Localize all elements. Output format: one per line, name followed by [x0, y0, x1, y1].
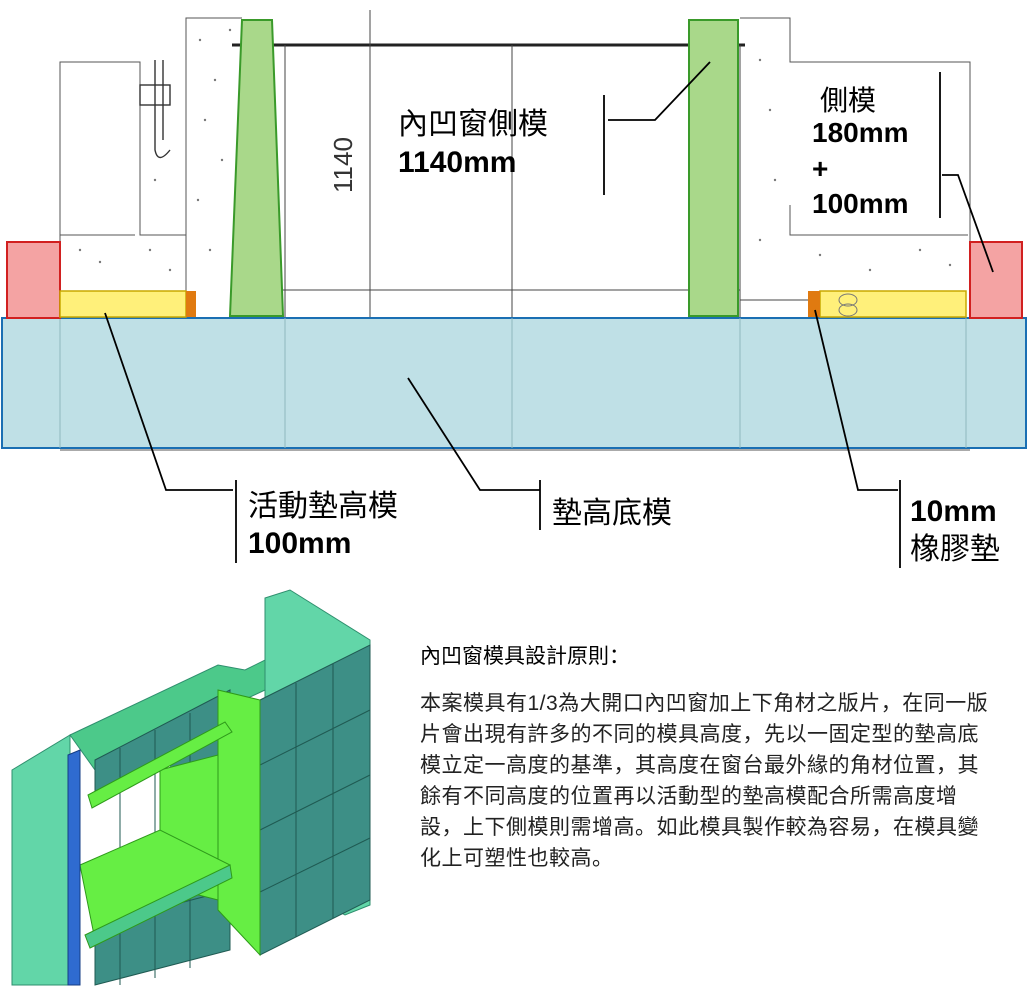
inner-side-mold-title: 內凹窗側模 — [398, 108, 548, 141]
side-mold-line3: 100mm — [812, 188, 909, 219]
pad-detail-marks — [838, 293, 858, 317]
side-mold-line1: 180mm — [812, 117, 909, 148]
section-drawing: 1140 — [1, 10, 1027, 568]
inner-window-side-mold-left — [228, 19, 285, 317]
dimension-label: 1140 — [328, 137, 358, 193]
frame-left-wing — [11, 734, 71, 986]
formwork-3d-model — [11, 589, 371, 986]
movable-raise-mold-left — [59, 290, 187, 318]
movable-pad-size: 100mm — [248, 527, 352, 560]
inner-window-side-mold-right — [688, 19, 739, 317]
lower-sill-edge — [84, 864, 233, 949]
movable-pad-title: 活動墊高模 — [248, 490, 398, 523]
side-mold-line2: + — [812, 153, 829, 184]
base-mold-seams — [59, 318, 967, 448]
rubber-pad-size: 10mm — [910, 495, 997, 528]
rubber-pad-right — [808, 291, 820, 317]
right-panel — [259, 644, 371, 956]
rubber-pad-title: 橡膠墊 — [910, 533, 1000, 566]
upper-shelf — [87, 721, 233, 809]
left-side-mold — [6, 241, 61, 319]
side-mold-title: 側模 — [820, 85, 877, 116]
front-edge-strip — [67, 749, 81, 986]
design-principle-block: 內凹窗模具設計原則： 本案模具有1/3為大開口內凹窗加上下角材之版片，在同一版片… — [420, 640, 1000, 874]
design-principle-heading: 內凹窗模具設計原則： — [420, 645, 630, 668]
design-principle-paragraph: 本案模具有1/3為大開口內凹窗加上下角材之版片，在同一版片會出現有許多的不同的模… — [420, 692, 989, 870]
inner-side-mold-size: 1140mm — [398, 146, 517, 179]
window-frame-lines — [232, 10, 810, 322]
concrete-hatch — [78, 28, 952, 272]
right-side-mold — [969, 241, 1023, 319]
raised-base-mold — [1, 317, 1027, 449]
leader-lines — [104, 61, 994, 568]
rubber-pad-left — [186, 291, 196, 317]
base-mold-title: 墊高底模 — [552, 497, 672, 530]
rebar-hook-icon — [139, 60, 171, 159]
